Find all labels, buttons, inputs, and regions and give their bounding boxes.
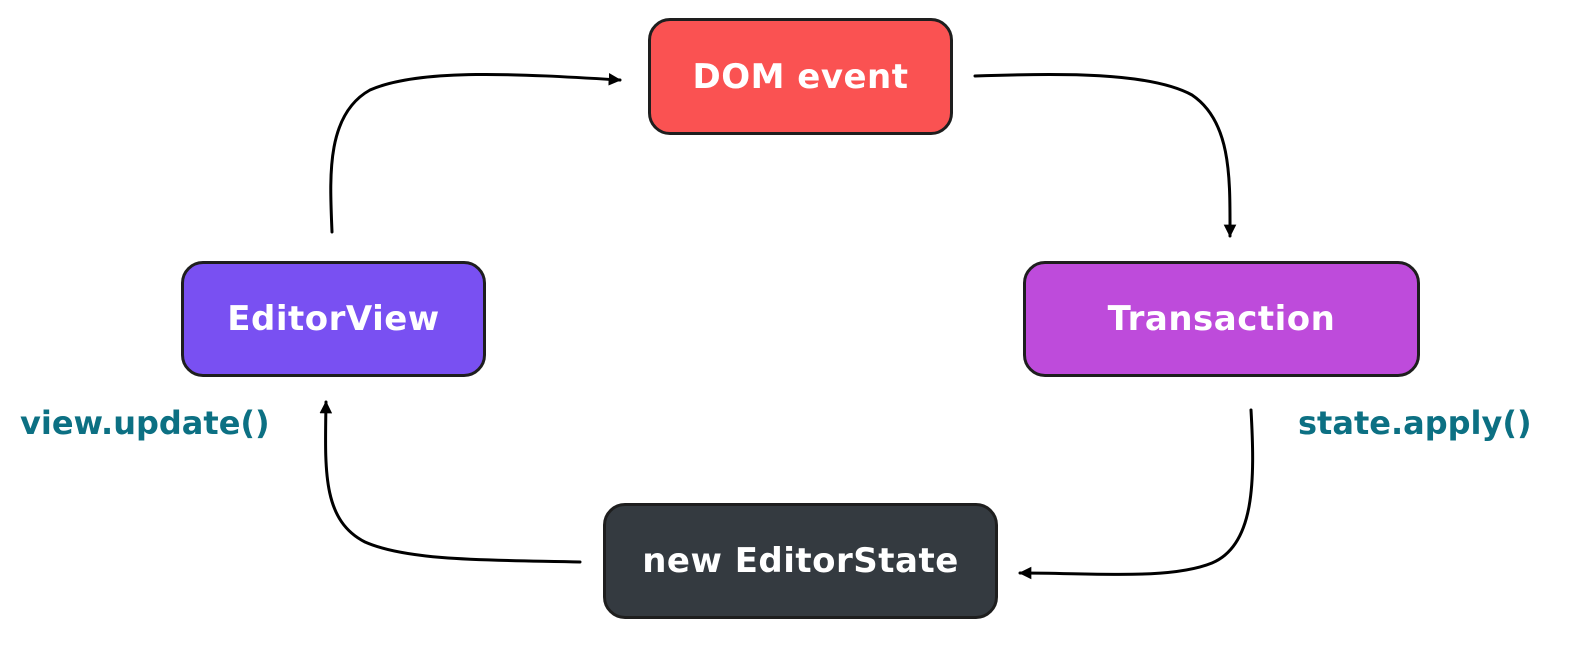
editor-state-node: new EditorState — [603, 503, 998, 619]
editor-view-label: EditorView — [227, 299, 440, 339]
arrow-view-to-dom-event — [329, 72, 622, 234]
editor-view-node: EditorView — [181, 261, 486, 377]
transaction-node: Transaction — [1023, 261, 1420, 377]
transaction-label: Transaction — [1107, 299, 1336, 339]
arrow-transaction-to-editor-state — [1018, 408, 1255, 580]
dom-event-label: DOM event — [692, 56, 909, 97]
arrow-dom-event-to-transaction — [973, 72, 1237, 238]
dom-event-node: DOM event — [648, 18, 953, 135]
arrow-editor-state-to-view — [319, 400, 582, 564]
view-update-label: view.update() — [20, 404, 270, 442]
state-apply-label: state.apply() — [1298, 404, 1532, 442]
editor-state-label: new EditorState — [642, 541, 959, 581]
